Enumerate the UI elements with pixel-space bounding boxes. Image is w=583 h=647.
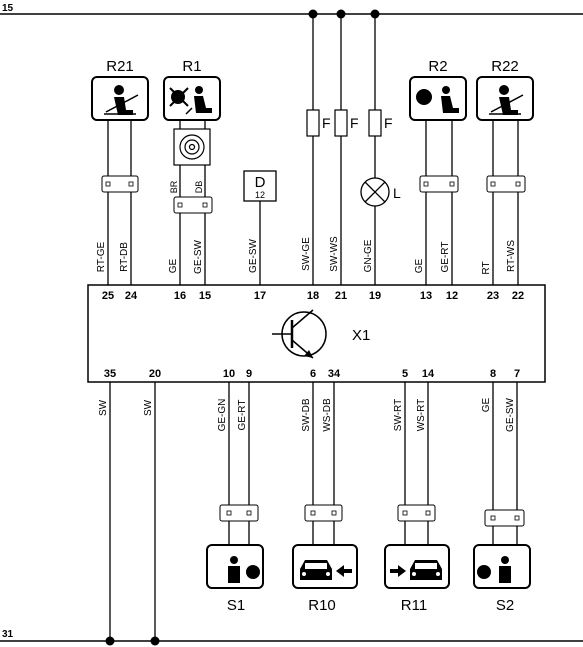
wire-color-label: GE: [414, 258, 425, 273]
wire-color-label: BR: [169, 180, 179, 193]
fuse-symbol: [368, 109, 382, 137]
diagnostic-box: [243, 170, 277, 202]
pin-number: 12: [446, 290, 458, 302]
component-r1-label: R1: [182, 58, 201, 75]
pin-number: 18: [307, 290, 319, 302]
seatbelt-icon: [91, 76, 149, 121]
wire-color-label: GE-GN: [217, 399, 228, 432]
pin-number: 20: [149, 368, 161, 380]
pin-number: 14: [422, 368, 435, 380]
component-s2-label: S2: [496, 597, 514, 614]
pin-number: 17: [254, 290, 266, 302]
pin-number: 15: [199, 290, 211, 302]
fuse-label: F: [350, 115, 359, 131]
pin-number: 9: [246, 368, 252, 380]
transistor-icon: [272, 309, 327, 359]
fuse-label: F: [384, 115, 393, 131]
pin-number: 8: [490, 368, 496, 380]
lamp-label: L: [393, 185, 401, 201]
clock-spring-icon: [173, 128, 211, 166]
wire-color-label: RT: [481, 261, 492, 274]
diagnostic-pin: 12: [255, 190, 265, 200]
lamp-icon: [360, 177, 390, 207]
wire-color-label: GE: [481, 397, 492, 412]
pin-number: 10: [223, 368, 235, 380]
diagnostic-label: D: [255, 174, 266, 191]
pin-number: 35: [104, 368, 116, 380]
wire-color-label: DB: [194, 181, 204, 194]
wire-color-label: RT-WS: [506, 240, 517, 272]
connector: [419, 175, 459, 193]
pin-number: 5: [402, 368, 408, 380]
connector: [397, 504, 436, 522]
occupant-sensor-icon: [473, 544, 531, 589]
side-airbag-right-icon: [384, 544, 450, 589]
pin-number: 23: [487, 290, 499, 302]
connector: [484, 509, 525, 527]
rail-15-label: 15: [2, 3, 14, 14]
side-airbag-left-icon: [292, 544, 358, 589]
wire-color-label: SW-GE: [301, 237, 312, 271]
wire-color-label: GE-RT: [440, 242, 451, 273]
pin-number: 7: [514, 368, 520, 380]
wire-color-label: SW-WS: [329, 236, 340, 272]
fuse-symbol: [306, 109, 320, 137]
pin-number: 6: [310, 368, 316, 380]
rail-31-label: 31: [2, 629, 14, 640]
connector: [173, 196, 213, 214]
seatbelt-icon: [476, 76, 534, 121]
wire-color-label: SW: [98, 399, 109, 416]
pin-number: 25: [102, 290, 114, 302]
pin-number: 13: [420, 290, 432, 302]
wire-color-label: WS-DB: [322, 398, 333, 432]
wire-color-label: WS-RT: [416, 399, 427, 432]
wire-color-label: RT-GE: [96, 241, 107, 272]
pin-number: 16: [174, 290, 186, 302]
component-r2-label: R2: [428, 58, 447, 75]
wire-color-label: GE-SW: [505, 397, 516, 431]
wire-color-label: RT-DB: [119, 242, 130, 272]
component-s1-label: S1: [227, 597, 245, 614]
wire-color-label: SW-DB: [301, 398, 312, 431]
connector: [219, 504, 259, 522]
occupant-sensor-icon: [206, 544, 264, 589]
wire-color-label: GE-SW: [248, 238, 259, 272]
wire-color-label: GE-SW: [193, 239, 204, 273]
wire-color-label: GN-GE: [363, 239, 374, 272]
wire-color-label: SW-RT: [393, 399, 404, 431]
top-wires: [107, 14, 519, 285]
wire-color-label: GE: [168, 258, 179, 273]
pin-number: 21: [335, 290, 347, 302]
wire-color-label: GE-RT: [237, 400, 248, 431]
wire-color-label: SW: [143, 399, 154, 416]
component-r22-label: R22: [491, 58, 519, 75]
module-x1-label: X1: [352, 327, 370, 344]
connector: [304, 504, 343, 522]
airbag-passenger-icon: [409, 76, 467, 121]
component-r21-label: R21: [106, 58, 134, 75]
connector: [486, 175, 526, 193]
airbag-disabled-icon: [163, 76, 221, 121]
component-r10-label: R10: [308, 597, 336, 614]
pin-number: 22: [512, 290, 524, 302]
pin-number: 19: [369, 290, 381, 302]
module-x1-box: [87, 284, 546, 383]
pin-number: 24: [125, 290, 138, 302]
pin-number: 34: [328, 368, 341, 380]
fuse-label: F: [322, 115, 331, 131]
fuse-symbol: [334, 109, 348, 137]
component-r11-label: R11: [401, 597, 427, 614]
connector: [101, 175, 139, 193]
